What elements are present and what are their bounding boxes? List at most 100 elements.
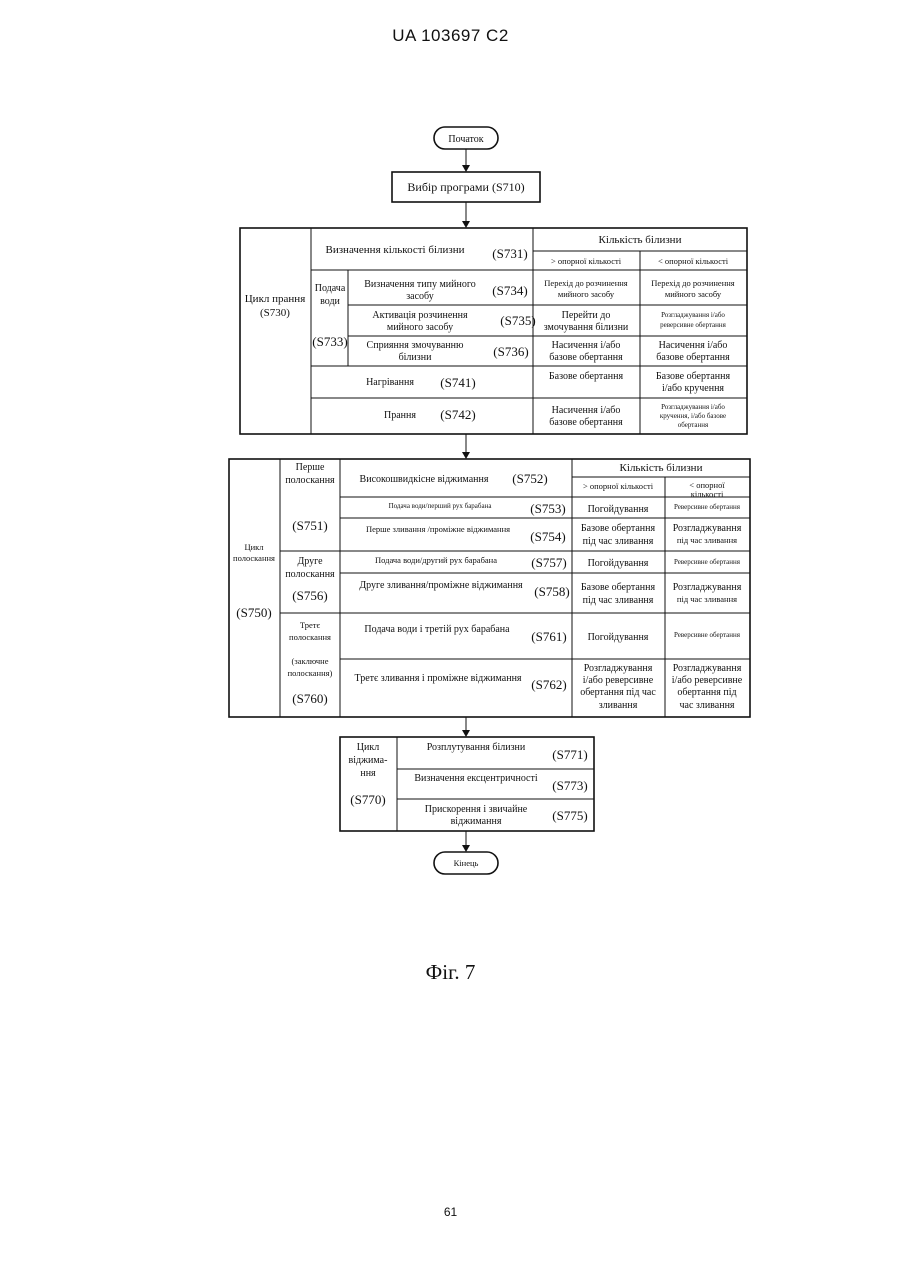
soaking-label: Сприяння змочуванню xyxy=(367,340,464,351)
activation-code: (S735) xyxy=(500,313,535,328)
activation-above: Перейти до xyxy=(562,310,611,321)
wash-cycle-table: Цикл прання (S730) Визначення кількості … xyxy=(240,228,747,434)
heating-code: (S741) xyxy=(440,375,475,390)
activation-label: Активація розчинення xyxy=(372,310,468,321)
rinse-amount-header: Кількість білизни xyxy=(620,462,703,474)
program-select-label: Вибір програми (S710) xyxy=(407,180,524,194)
spin-cycle-table: Цикл віджима- ння (S770) Розплутування б… xyxy=(340,737,594,831)
drain2-below: під час зливання xyxy=(677,594,737,604)
drain3-below: Розгладжування xyxy=(673,663,742,674)
activation-below: Розгладжування і/або xyxy=(661,311,725,319)
third-rinse-label: полоскання xyxy=(289,632,331,642)
water2-above: Погойдування xyxy=(588,558,649,569)
water2-label: Подача води/другий рух барабана xyxy=(375,555,497,565)
drain1-below: під час зливання xyxy=(677,535,737,545)
detergent-type-above: мийного засобу xyxy=(558,289,615,299)
drain2-code: (S758) xyxy=(534,584,569,599)
drain1-code: (S754) xyxy=(530,529,565,544)
water3-code: (S761) xyxy=(531,629,566,644)
drain1-above: Базове обертання xyxy=(581,523,656,534)
water2-below: Реверсивне обертання xyxy=(674,558,741,566)
wash-cycle-label: Цикл прання xyxy=(245,293,306,305)
determine-amount-code: (S731) xyxy=(492,246,527,261)
figure-caption: Фіг. 7 xyxy=(0,960,901,985)
untangle-code: (S771) xyxy=(552,747,587,762)
third-rinse-code: (S760) xyxy=(292,691,327,706)
untangle-label: Розплутування білизни xyxy=(427,742,526,753)
detergent-type-above: Перехід до розчинення xyxy=(544,278,628,288)
washing-above: базове обертання xyxy=(549,417,623,428)
second-rinse-label: Друге xyxy=(297,556,323,567)
drain3-above: і/або реверсивне xyxy=(583,675,654,686)
rinse-cycle-code: (S750) xyxy=(236,605,271,620)
drain3-above: зливання xyxy=(599,700,638,711)
start-label: Початок xyxy=(448,134,483,145)
activation-below: реверсивне обертання xyxy=(660,321,726,329)
soaking-above: Насичення і/або xyxy=(552,340,621,351)
water1-above: Погойдування xyxy=(588,504,649,515)
amount-header: Кількість білизни xyxy=(599,234,682,246)
washing-code: (S742) xyxy=(440,407,475,422)
soaking-above: базове обертання xyxy=(549,352,623,363)
drain3-below: і/або реверсивне xyxy=(672,675,743,686)
drain1-above: під час зливання xyxy=(583,536,654,547)
drain2-above: Базове обертання xyxy=(581,582,656,593)
detergent-type-label: засобу xyxy=(406,291,434,302)
water-supply-code: (S733) xyxy=(312,334,347,349)
below-ref-header: < опорної кількості xyxy=(658,256,729,266)
detergent-type-below: Перехід до розчинення xyxy=(651,278,735,288)
water1-below: Реверсивне обертання xyxy=(674,503,741,511)
eccentric-label: Визначення ексцентричності xyxy=(414,773,538,784)
water3-above: Погойдування xyxy=(588,632,649,643)
rinse-above-ref: > опорної кількості xyxy=(583,481,654,491)
spin-cycle-label: Цикл xyxy=(357,742,379,753)
water2-code: (S757) xyxy=(531,555,566,570)
rinse-cycle-label: Цикл xyxy=(244,542,264,552)
water-supply-label: Подача xyxy=(315,283,346,294)
washing-label: Прання xyxy=(384,410,416,421)
drain1-label: Перше зливання /проміжне віджимання xyxy=(366,524,510,534)
page-number: 61 xyxy=(0,1205,901,1219)
washing-below: Розгладжування і/або xyxy=(661,403,725,411)
third-rinse-label: (заключне xyxy=(292,656,329,666)
soaking-code: (S736) xyxy=(493,344,528,359)
drain1-below: Розгладжування xyxy=(673,523,742,534)
water3-below: Реверсивне обертання xyxy=(674,631,741,639)
activation-label: мийного засобу xyxy=(387,322,453,333)
drain3-below: обертання під xyxy=(677,687,736,698)
eccentric-code: (S773) xyxy=(552,778,587,793)
accel-label: Прискорення і звичайне xyxy=(425,804,528,815)
detergent-type-code: (S734) xyxy=(492,283,527,298)
end-terminator: Кінець xyxy=(434,852,498,874)
start-terminator: Початок xyxy=(434,127,498,149)
drain3-above: Розгладжування xyxy=(584,663,653,674)
drain2-below: Розгладжування xyxy=(673,582,742,593)
heating-below: Базове обертання xyxy=(656,371,731,382)
drain3-label: Третє зливання і проміжне віджимання xyxy=(354,673,521,684)
washing-below: кручення, і/або базове xyxy=(660,412,726,420)
water1-code: (S753) xyxy=(530,501,565,516)
program-select-box: Вибір програми (S710) xyxy=(392,172,540,202)
third-rinse-label: Третє xyxy=(300,620,321,630)
drain2-above: під час зливання xyxy=(583,595,654,606)
heating-above: Базове обертання xyxy=(549,371,624,382)
water1-label: Подача води/перший рух барабана xyxy=(389,502,493,510)
water-supply-label: води xyxy=(320,296,340,307)
high-speed-spin-label: Високошвидкісне віджимання xyxy=(360,474,489,485)
spin-cycle-label: ння xyxy=(360,768,376,779)
drain3-above: обертання під час xyxy=(580,687,656,698)
washing-below: обертання xyxy=(678,421,709,429)
spin-cycle-label: віджима- xyxy=(349,755,388,766)
wash-cycle-code: (S730) xyxy=(260,307,290,319)
rinse-cycle-table: Цикл полоскання (S750) Перше полоскання … xyxy=(229,459,750,717)
first-rinse-label: Перше xyxy=(296,462,325,473)
soaking-below: базове обертання xyxy=(656,352,730,363)
heating-below: і/або кручення xyxy=(662,383,724,394)
high-speed-spin-code: (S752) xyxy=(512,471,547,486)
end-label: Кінець xyxy=(454,858,479,868)
accel-label: віджимання xyxy=(451,816,502,827)
spin-cycle-code: (S770) xyxy=(350,792,385,807)
first-rinse-code: (S751) xyxy=(292,518,327,533)
activation-above: змочування білизни xyxy=(544,322,629,333)
second-rinse-code: (S756) xyxy=(292,588,327,603)
